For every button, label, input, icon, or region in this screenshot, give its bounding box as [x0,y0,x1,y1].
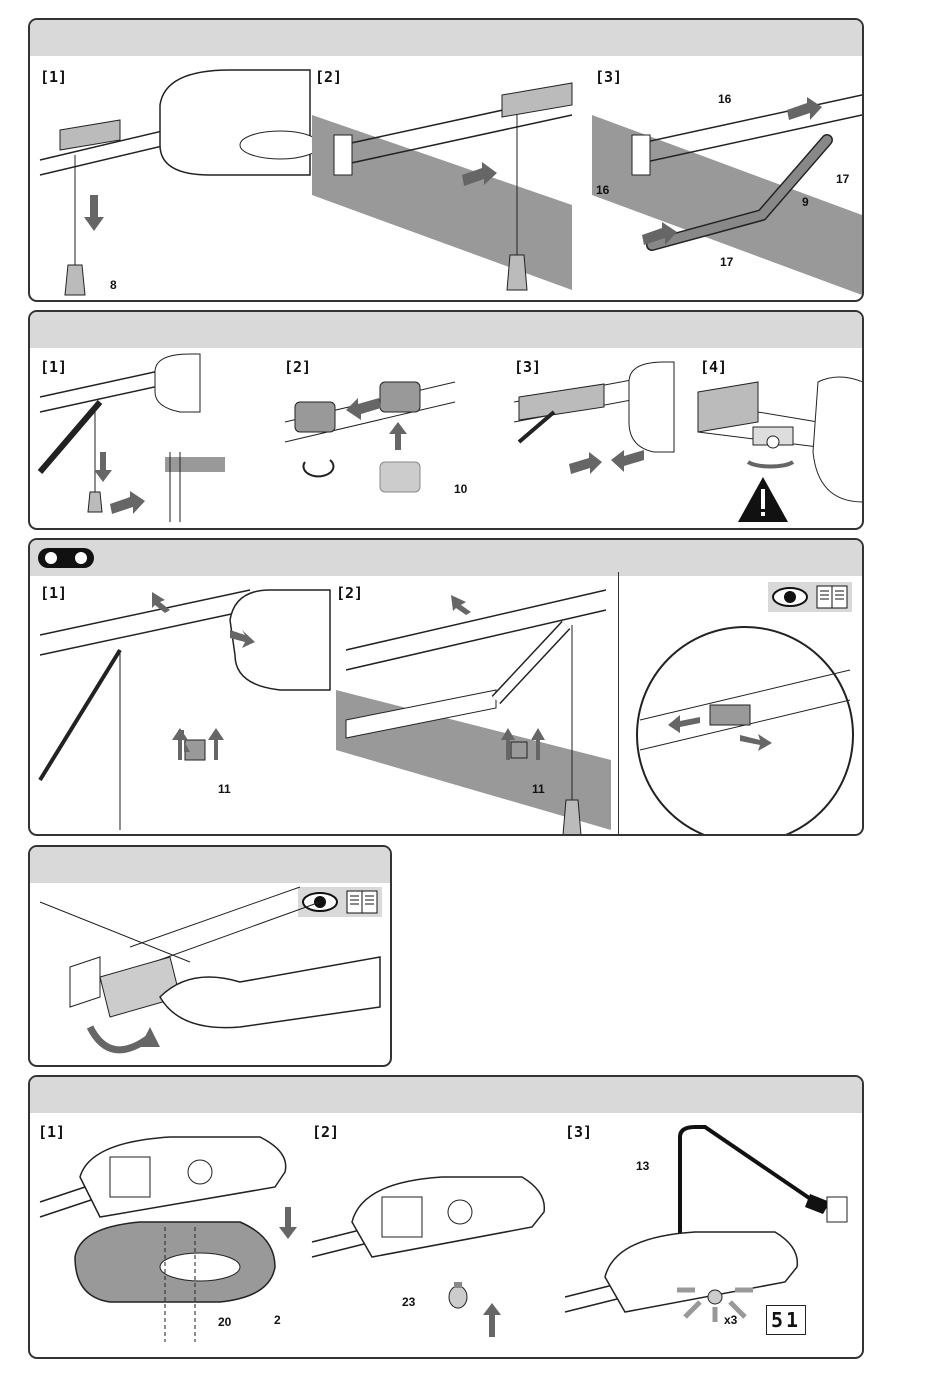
panel-rail-mounting: [1] [2] [3] 8 16 16 17 17 9 [28,18,864,302]
illustration-carriage-lock [285,352,465,527]
manual-book-icon [816,585,848,609]
illustration-tensioner-detail-circle [630,625,860,835]
illustration-carriage-align [514,352,674,527]
panel-header [30,20,862,56]
callout-11-left: 11 [218,782,231,796]
callout-16-top: 16 [718,92,731,106]
illustration-plug-power [565,1122,860,1357]
panel-cover-and-power: [1] [2] [3] 20 2 23 [28,1075,864,1359]
panel-carriage-adjust: [1] [2] [3] [4] 10 [28,310,864,530]
illustration-fit-bulb [312,1127,552,1357]
illustration-fit-cover [40,1127,310,1357]
illustration-motor-release-cord [40,65,310,300]
panel-header [30,312,862,348]
illustration-rail-slide [312,65,572,300]
callout-11-right: 11 [532,782,545,796]
panel-chain-tension: [1] [2] 11 11 [28,538,864,836]
callout-9: 9 [802,195,809,209]
callout-8: 8 [110,278,117,292]
eye-icon [772,587,808,607]
callout-x3: x3 [724,1313,737,1327]
callout-13: 13 [636,1159,649,1173]
panel-divider [618,572,619,834]
panel-header [30,847,390,883]
illustration-pull-cord-door [40,352,240,527]
callout-23: 23 [402,1295,415,1309]
illustration-chain-tensioner-rail [336,580,611,835]
chain-link-icon [36,544,96,572]
illustration-chain-tensioner-motor [40,580,330,835]
callout-2: 2 [274,1313,281,1327]
panel-manual-release [28,845,392,1067]
callout-20: 20 [218,1315,231,1329]
callout-10: 10 [454,482,467,496]
callout-17-right: 17 [836,172,849,186]
callout-17-bottom: 17 [720,255,733,269]
led-display: 51 [766,1305,806,1335]
panel-header [30,1077,862,1113]
illustration-hand-release-lever [40,887,380,1062]
eye-manual-badge [768,582,852,612]
illustration-carriage-screw [698,352,863,527]
callout-16-left: 16 [596,183,609,197]
panel-header [30,540,862,576]
